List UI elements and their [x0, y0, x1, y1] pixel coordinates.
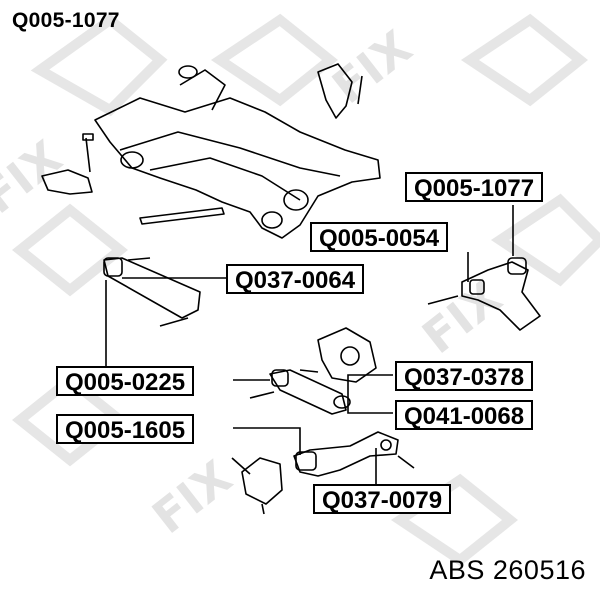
part-label: Q037-0064: [226, 264, 365, 294]
part-label: Q037-0079: [313, 484, 452, 514]
part-label: Q005-1077: [405, 172, 544, 202]
part-label: Q005-0054: [310, 222, 449, 252]
footer-code: ABS 260516: [429, 555, 586, 585]
part-label: Q037-0378: [395, 361, 534, 391]
part-label: Q005-1605: [56, 414, 195, 444]
part-label: Q005-0225: [56, 366, 195, 396]
part-label: Q041-0068: [395, 400, 534, 430]
page-title: Q005-1077: [12, 9, 120, 32]
